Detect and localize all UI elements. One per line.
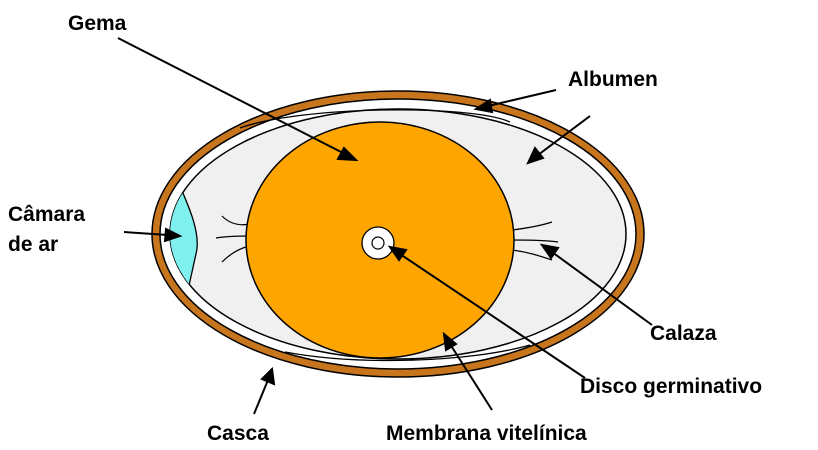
label-camara-line1: Câmara <box>8 203 85 226</box>
label-albumen: Albumen <box>568 68 658 91</box>
label-calaza: Calaza <box>650 322 717 345</box>
label-camara-line2: de ar <box>8 233 58 256</box>
label-membrana-vitelinica: Membrana vitelínica <box>386 422 587 445</box>
label-disco-germinativo: Disco germinativo <box>580 375 762 398</box>
germinal-disc-inner <box>372 237 384 249</box>
label-gema: Gema <box>68 12 127 35</box>
pointer-casca <box>254 369 274 414</box>
label-casca: Casca <box>207 422 269 445</box>
